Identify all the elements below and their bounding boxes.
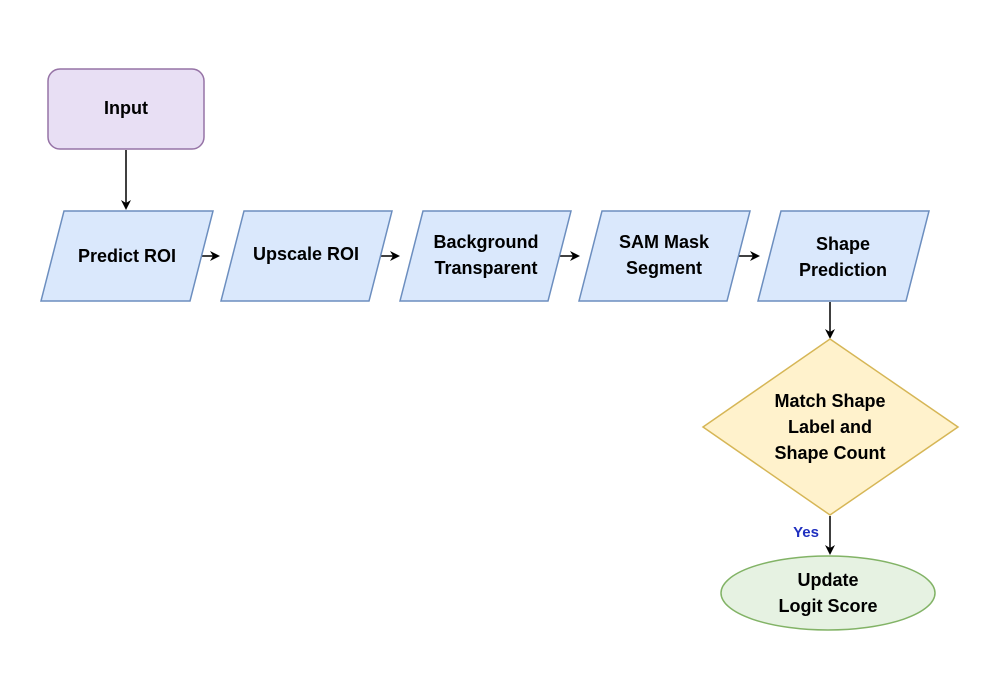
predict-roi-shape xyxy=(40,210,214,302)
update-logit-score-label-line-2: Logit Score xyxy=(778,596,877,616)
shape-prediction-node: Shape Prediction xyxy=(757,210,930,302)
match-shape-decision-node: Match Shape Label and Shape Count xyxy=(701,338,960,516)
update-logit-score-ellipse xyxy=(720,555,936,631)
match-shape-label-line-2: Label and xyxy=(788,417,872,437)
update-logit-score-label-line-1: Update xyxy=(797,570,858,590)
background-transparent-shape xyxy=(399,210,572,302)
predict-roi-label: Predict ROI xyxy=(78,246,176,266)
match-shape-label-line-3: Shape Count xyxy=(775,443,886,463)
background-transparent-label-line-2: Transparent xyxy=(434,258,537,278)
sam-mask-segment-node: SAM Mask Segment xyxy=(578,210,751,302)
match-shape-label-line-1: Match Shape xyxy=(774,391,885,411)
input-node: Input xyxy=(47,68,205,150)
upscale-roi-shape xyxy=(220,210,393,302)
yes-edge-label: Yes xyxy=(793,524,819,541)
predict-roi-node: Predict ROI xyxy=(40,210,214,302)
background-transparent-label-line-1: Background xyxy=(433,232,538,252)
match-shape-diamond xyxy=(701,338,960,516)
sam-mask-segment-shape xyxy=(578,210,751,302)
shape-prediction-label-line-2: Prediction xyxy=(799,260,887,280)
input-box xyxy=(47,68,205,150)
sam-mask-segment-label-line-2: Segment xyxy=(626,258,702,278)
shape-prediction-label-line-1: Shape xyxy=(816,234,870,254)
background-transparent-node: Background Transparent xyxy=(399,210,572,302)
update-logit-score-node: Update Logit Score xyxy=(720,555,936,631)
input-label: Input xyxy=(104,98,148,118)
shape-prediction-shape xyxy=(757,210,930,302)
sam-mask-segment-label-line-1: SAM Mask xyxy=(619,232,710,252)
upscale-roi-label: Upscale ROI xyxy=(253,244,359,264)
upscale-roi-node: Upscale ROI xyxy=(220,210,393,302)
